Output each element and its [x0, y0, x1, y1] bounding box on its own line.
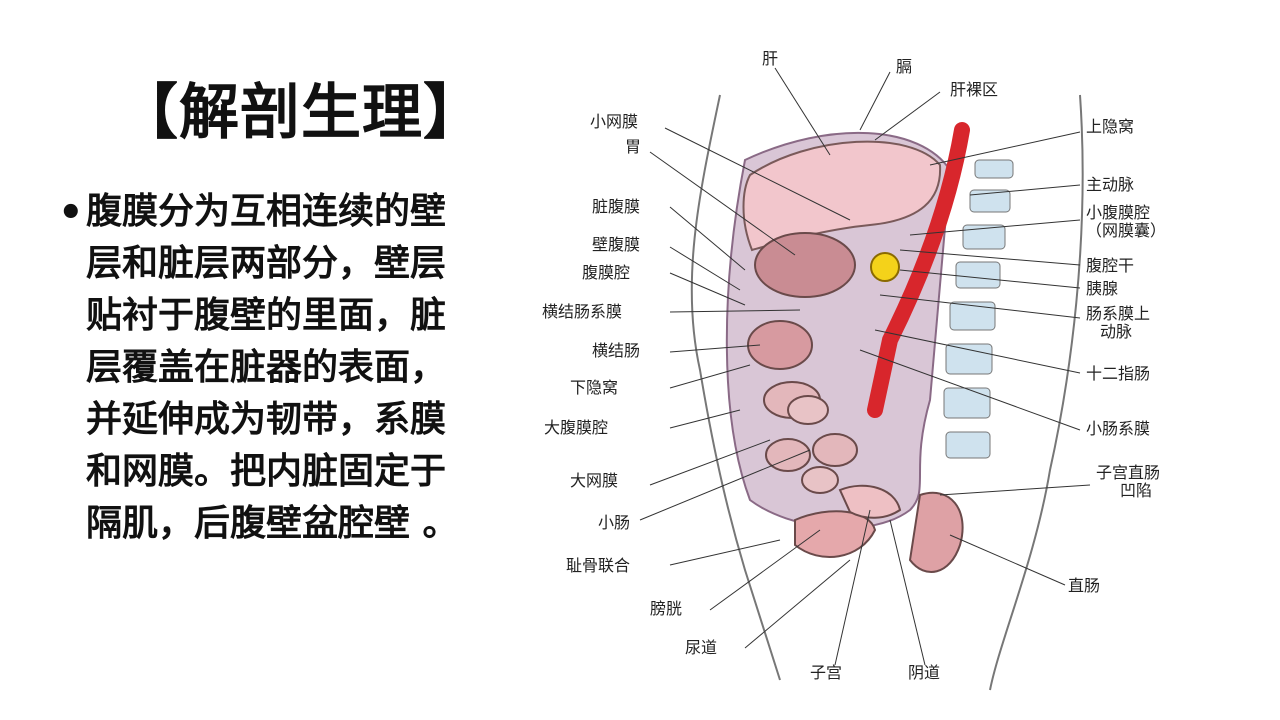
- stomach-shape: [754, 232, 856, 298]
- label-pubic-symphysis: 耻骨联合: [566, 556, 630, 575]
- label-stomach: 胃: [625, 137, 641, 156]
- label-parietal-peritoneum: 壁腹膜: [592, 235, 640, 254]
- label-bare-area: 肝裸区: [950, 80, 998, 99]
- small-intestine-loop: [812, 433, 858, 467]
- label-uterus: 子宫: [810, 663, 842, 682]
- label-visceral-peritoneum: 脏腹膜: [592, 197, 640, 216]
- label-inferior-recess: 下隐窝: [570, 378, 618, 397]
- label-celiac-trunk: 腹腔干: [1086, 256, 1134, 275]
- body-wall-outline: [690, 94, 1084, 691]
- leader-lines: [639, 67, 1091, 666]
- label-transverse-colon: 横结肠: [592, 341, 640, 360]
- label-lesser-sac-omental-bursa: （网膜囊）: [1086, 221, 1166, 240]
- label-rectouterine-pouch: 凹陷: [1120, 481, 1152, 500]
- label-rectum: 直肠: [1068, 576, 1100, 595]
- bullet-text: 腹膜分为互相连续的壁层和脏层两部分，壁层贴衬于腹壁的里面，脏层覆盖在脏器的表面，…: [86, 191, 459, 544]
- label-lesser-omentum: 小网膜: [590, 112, 638, 131]
- label-diaphragm: 膈: [896, 57, 912, 76]
- bullet-marker: •: [58, 190, 84, 236]
- bladder-shape: [794, 510, 877, 558]
- label-urethra: 尿道: [685, 638, 717, 657]
- label-superior-mesenteric-artery: 动脉: [1100, 322, 1132, 341]
- liver-shape: [742, 140, 942, 252]
- aorta-shape: [867, 122, 970, 418]
- transverse-colon-shape: [747, 320, 813, 370]
- label-superior-mesenteric: 肠系膜上: [1086, 304, 1150, 323]
- label-greater-omentum: 大网膜: [570, 471, 618, 490]
- label-small-intestine: 小肠: [598, 513, 630, 532]
- peritoneum-sagittal-section: 肝 膈 肝裸区 小网膜 胃 脏腹膜 壁腹膜 腹膜腔 横结肠系膜 横结肠 下隐窝 …: [542, 49, 1166, 691]
- label-greater-sac: 大腹膜腔: [544, 418, 608, 437]
- vertebral-column: [943, 159, 1014, 459]
- label-peritoneal-cavity: 腹膜腔: [582, 263, 630, 282]
- label-transverse-mesocolon: 横结肠系膜: [542, 302, 622, 321]
- small-intestine-loop: [801, 466, 839, 494]
- label-liver: 肝: [762, 49, 778, 68]
- label-aorta: 主动脉: [1086, 175, 1134, 194]
- small-intestine-loop: [787, 395, 829, 425]
- pancreas-shape: [870, 252, 900, 282]
- label-pancreas: 胰腺: [1086, 279, 1118, 298]
- label-mesentery: 小肠系膜: [1086, 419, 1150, 438]
- label-lesser-sac: 小腹膜腔: [1086, 203, 1150, 222]
- label-bladder: 膀胱: [650, 599, 682, 618]
- label-superior-recess: 上隐窝: [1086, 117, 1134, 136]
- bullet-list: • 腹膜分为互相连续的壁层和脏层两部分，壁层贴衬于腹壁的里面，脏层覆盖在脏器的表…: [58, 186, 488, 550]
- label-vagina: 阴道: [908, 663, 940, 682]
- small-intestine-loop: [765, 438, 811, 472]
- slide-title: 【解剖生理】: [118, 78, 484, 148]
- uterus-shape: [838, 484, 902, 519]
- label-rectouterine: 子宫直肠: [1096, 463, 1160, 482]
- label-duodenum: 十二指肠: [1086, 364, 1150, 383]
- rectum-shape: [908, 491, 964, 573]
- anatomy-diagram: 肝 膈 肝裸区 小网膜 胃 脏腹膜 壁腹膜 腹膜腔 横结肠系膜 横结肠 下隐窝 …: [530, 40, 1270, 700]
